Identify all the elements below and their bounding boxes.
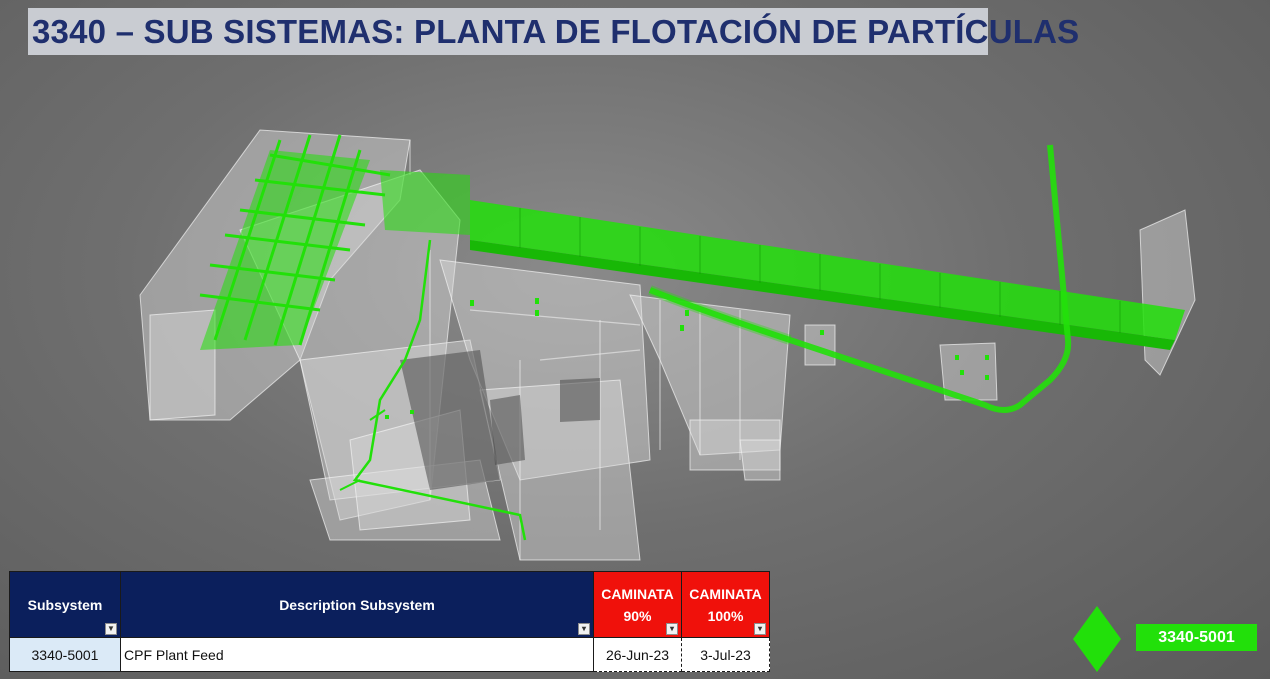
cell-description[interactable]: CPF Plant Feed	[120, 637, 594, 672]
subsystem-badge: 3340-5001	[1136, 624, 1257, 651]
small-markers	[385, 298, 989, 419]
green-mesh	[200, 150, 470, 350]
page-title: 3340 – SUB SISTEMAS: PLANTA DE FLOTACIÓN…	[28, 8, 1079, 55]
header-subsystem[interactable]: Subsystem ▼	[9, 571, 121, 638]
green-pipes	[339, 144, 1072, 541]
header-caminata-90-line1: CAMINATA	[601, 585, 674, 602]
header-description[interactable]: Description Subsystem ▾	[120, 571, 594, 638]
header-subsystem-label: Subsystem	[27, 596, 103, 613]
cell-caminata-100[interactable]: 3-Jul-23	[681, 637, 770, 672]
dropdown-icon[interactable]: ▾	[666, 623, 678, 635]
header-caminata-100[interactable]: CAMINATA 100% ▾	[681, 571, 770, 638]
green-diamond-icon	[1073, 606, 1121, 672]
dropdown-icon[interactable]: ▾	[578, 623, 590, 635]
header-caminata-90-line2: 90%	[623, 607, 652, 624]
filter-icon[interactable]: ▼	[105, 623, 117, 635]
interior-equipment	[400, 350, 600, 490]
cell-caminata-90[interactable]: 26-Jun-23	[593, 637, 682, 672]
plant-3d-model	[139, 129, 1196, 561]
table-row[interactable]: 3340-5001 CPF Plant Feed 26-Jun-23 3-Jul…	[9, 637, 770, 672]
header-caminata-100-line1: CAMINATA	[689, 585, 762, 602]
dropdown-icon[interactable]: ▾	[754, 623, 766, 635]
green-conveyor	[470, 200, 1185, 350]
header-description-label: Description Subsystem	[279, 596, 435, 613]
header-caminata-90[interactable]: CAMINATA 90% ▾	[593, 571, 682, 638]
subsystem-table: Subsystem ▼ Description Subsystem ▾ CAMI…	[9, 571, 770, 672]
cell-subsystem[interactable]: 3340-5001	[9, 637, 121, 672]
header-caminata-100-line2: 100%	[707, 607, 744, 624]
